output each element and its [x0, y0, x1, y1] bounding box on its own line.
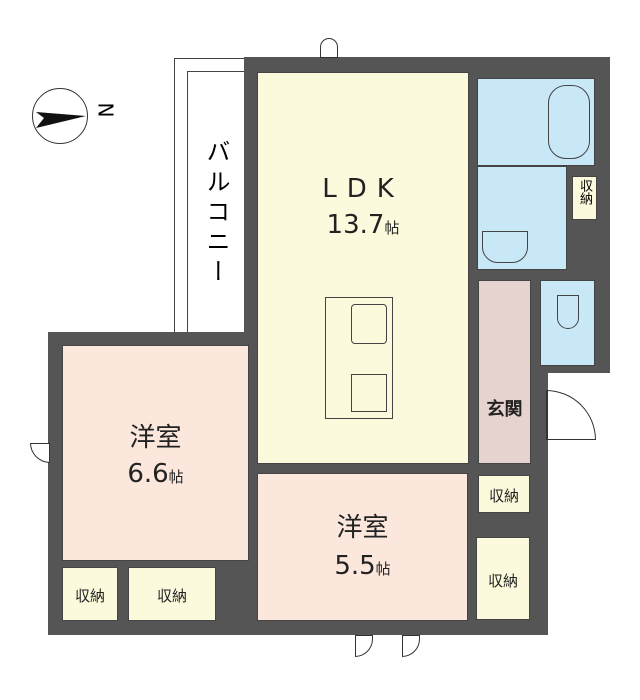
balcony-label: バルコニー — [202, 139, 230, 289]
room2-name: 洋室 — [336, 513, 389, 543]
room-ldk: LDK 13.7帖 — [257, 72, 469, 464]
kitchen-island — [325, 297, 393, 419]
washbasin-icon — [482, 231, 528, 263]
balcony: バルコニー — [174, 58, 246, 334]
storage-1: 収納 — [478, 475, 530, 513]
room-western-6-6: 洋室 6.6帖 — [62, 345, 249, 561]
toilet-icon — [557, 295, 579, 329]
room2-size: 5.5帖 — [258, 550, 467, 585]
compass — [32, 88, 88, 144]
room1-size-value: 6.6 — [127, 459, 169, 489]
washroom — [477, 166, 567, 270]
ldk-name: LDK — [322, 174, 404, 204]
storage-label: 収納 — [577, 179, 592, 205]
window-door[interactable] — [30, 443, 50, 463]
bottom-door[interactable] — [355, 635, 373, 657]
room2-unit: 帖 — [375, 560, 391, 578]
compass-label: N — [93, 102, 118, 118]
room-western-5-5: 洋室 5.5帖 — [257, 473, 468, 621]
north-arrow-icon — [36, 112, 86, 128]
hallway: 玄関 — [478, 280, 531, 464]
storage-label: 収納 — [488, 487, 519, 505]
storage-label: 収納 — [74, 587, 105, 605]
bathtub-icon — [548, 85, 590, 159]
toilet — [540, 280, 595, 366]
sink-icon — [351, 304, 387, 344]
entrance-door[interactable] — [546, 390, 596, 440]
room2-size-value: 5.5 — [334, 551, 376, 581]
storage-label: 収納 — [487, 572, 518, 590]
ldk-size-value: 13.7 — [326, 210, 385, 240]
room1-name: 洋室 — [129, 423, 182, 453]
balcony-door[interactable] — [320, 38, 338, 58]
storage-wash: 収納 — [572, 176, 597, 220]
room1-size: 6.6帖 — [63, 458, 248, 493]
entrance-label: 玄関 — [486, 399, 523, 420]
bottom-door[interactable] — [402, 635, 420, 657]
storage-2: 収納 — [476, 537, 530, 620]
ldk-size: 13.7帖 — [258, 209, 468, 244]
stove-icon — [351, 374, 387, 412]
room1-unit: 帖 — [168, 468, 184, 486]
storage-label: 収納 — [156, 587, 187, 605]
ldk-unit: 帖 — [384, 219, 400, 237]
storage-3: 収納 — [62, 567, 118, 621]
bathroom — [477, 78, 595, 166]
storage-4: 収納 — [128, 567, 216, 621]
